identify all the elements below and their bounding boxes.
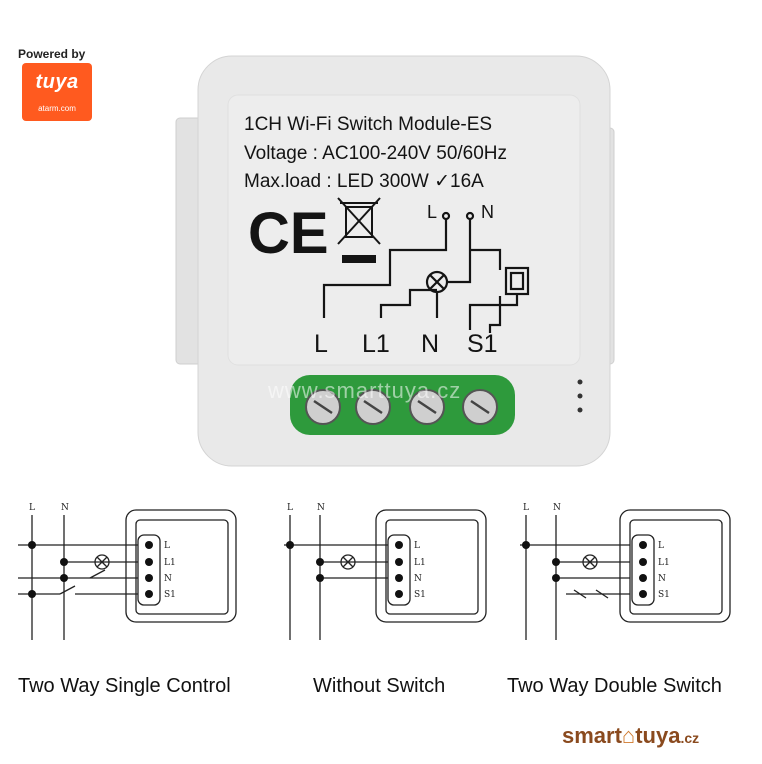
d3-supply-l: L: [523, 503, 529, 513]
tuya-logo: [22, 63, 92, 121]
max-load-spec: Max.load : LED 300W ✓16A: [244, 171, 484, 192]
d1-pin-s1: S1: [164, 590, 176, 600]
d3-supply-n: N: [553, 503, 561, 513]
terminal-label-s1: S1: [467, 330, 498, 358]
module-title: 1CH Wi-Fi Switch Module-ES: [244, 114, 493, 135]
d3-pin-n: N: [658, 574, 666, 584]
ce-mark: CE: [248, 201, 329, 266]
d3-pin-l: L: [658, 541, 664, 551]
wiring-diagrams: L N L L1 N S1 L N L L1 N S1: [18, 503, 731, 640]
smarttuya-logo: smart⌂tuya.cz: [562, 723, 699, 749]
wiring-diagram-two-way-double: [520, 509, 731, 640]
tuya-brand-text: tuya: [35, 71, 79, 93]
terminal-label-n: N: [421, 330, 440, 358]
d1-supply-n: N: [61, 503, 69, 513]
d2-supply-n: N: [317, 503, 325, 513]
brand-prefix: smart: [562, 723, 622, 748]
weee-bin-icon: [337, 197, 381, 245]
d2-pin-n: N: [414, 574, 422, 584]
tuya-site-text: atarm.com: [38, 104, 76, 113]
terminal-block: [290, 375, 515, 435]
d1-pin-l1: L1: [164, 558, 176, 568]
wiring-diagram-two-way-single: [18, 509, 237, 640]
watermark-text: www.smarttuya.cz: [268, 378, 462, 403]
d1-pin-l: L: [164, 541, 170, 551]
module-wiring-diagram: [322, 211, 530, 333]
caption-without-switch: Without Switch: [313, 675, 446, 697]
brand-suffix: tuya: [635, 723, 681, 748]
caption-two-way-double: Two Way Double Switch: [507, 675, 722, 697]
terminal-label-l: L: [314, 330, 328, 358]
d3-pin-s1: S1: [658, 590, 670, 600]
terminal-label-l1: L1: [362, 330, 390, 358]
d2-pin-l1: L1: [414, 558, 426, 568]
caption-two-way-single: Two Way Single Control: [18, 675, 231, 697]
brand-tld: .cz: [680, 730, 700, 746]
d2-pin-l: L: [414, 541, 420, 551]
voltage-spec: Voltage : AC100-240V 50/60Hz: [244, 143, 508, 164]
house-icon: ⌂: [621, 723, 636, 748]
d2-supply-l: L: [287, 503, 293, 513]
wiring-diagram-without-switch: [284, 509, 487, 640]
powered-by-label: Powered by: [18, 47, 86, 61]
diagram-label-l: L: [427, 202, 438, 222]
switch-module: CE: [175, 55, 615, 467]
diagram-label-n: N: [481, 202, 494, 222]
d3-pin-l1: L1: [658, 558, 670, 568]
d1-supply-l: L: [29, 503, 35, 513]
d1-pin-n: N: [164, 574, 172, 584]
d2-pin-s1: S1: [414, 590, 426, 600]
